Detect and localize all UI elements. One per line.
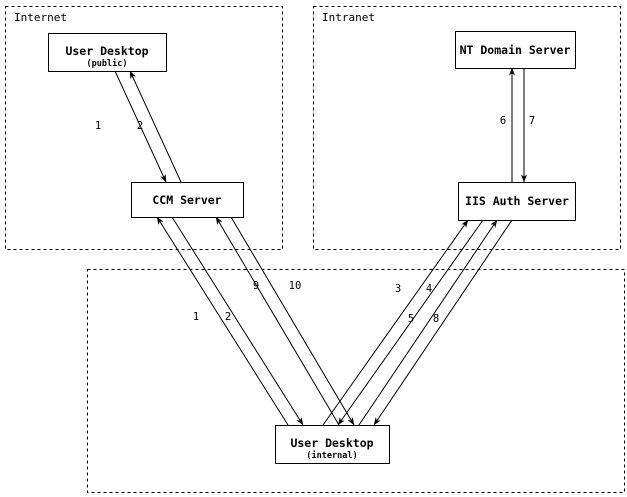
flow-line-1-public (114, 70, 167, 183)
node-iis-auth-server-box[interactable] (457, 181, 577, 222)
flow-label-9: 9 (253, 280, 259, 292)
node-ccm-server-label: CCM Server (152, 193, 221, 207)
node-user-desktop-internal[interactable]: User Desktop (internal) (274, 424, 391, 465)
flow-line-10 (230, 216, 355, 426)
flow-label-3: 3 (395, 283, 401, 295)
zone-intranet: Intranet (313, 6, 621, 250)
node-ccm-server[interactable]: CCM Server (130, 181, 245, 219)
flow-line-4 (337, 219, 484, 426)
node-user-desktop-internal-sublabel: (internal) (306, 450, 357, 461)
node-ccm-server-box[interactable] (130, 181, 245, 219)
flow-labels-layer: 1 2 1 2 9 10 3 4 5 8 6 7 (95, 115, 535, 325)
flow-line-3 (322, 219, 469, 426)
node-nt-domain-server-box[interactable] (454, 30, 577, 70)
node-user-desktop-public[interactable]: User Desktop (public) (47, 32, 168, 73)
node-user-desktop-public-label: User Desktop (65, 44, 148, 58)
flow-line-2-public (129, 70, 182, 183)
flow-label-5: 5 (408, 313, 414, 325)
flow-label-2-public: 2 (137, 120, 143, 132)
zone-intranet-border (313, 6, 621, 250)
flow-label-6: 6 (500, 115, 506, 127)
flow-label-10: 10 (289, 280, 302, 292)
flow-label-8: 8 (433, 313, 439, 325)
node-iis-auth-server[interactable]: IIS Auth Server (457, 181, 577, 222)
zone-internet: Internet (5, 6, 283, 250)
flow-label-1-internal: 1 (193, 311, 199, 323)
zone-internet-label: Internet (14, 11, 67, 24)
flow-line-9 (215, 216, 340, 426)
node-user-desktop-internal-box[interactable] (274, 424, 391, 465)
flows-layer (114, 67, 527, 426)
flow-label-4: 4 (426, 283, 432, 295)
zones-layer: Internet Intranet (5, 6, 625, 493)
flow-line-5 (358, 219, 498, 426)
zone-internal-lan (87, 269, 625, 493)
flow-label-1-public: 1 (95, 120, 101, 132)
node-user-desktop-public-sublabel: (public) (87, 58, 128, 69)
flow-label-2-internal: 2 (225, 311, 231, 323)
node-user-desktop-internal-label: User Desktop (290, 436, 373, 450)
flow-line-2-internal (171, 216, 304, 426)
flow-line-8 (373, 219, 513, 426)
node-nt-domain-server-label: NT Domain Server (460, 43, 571, 57)
flow-label-7: 7 (529, 115, 535, 127)
nodes-layer: User Desktop (public) CCM Server NT Doma… (47, 30, 577, 465)
node-user-desktop-public-box[interactable] (47, 32, 168, 73)
flow-line-1-internal (156, 216, 289, 426)
zone-internet-border (5, 6, 283, 250)
node-iis-auth-server-label: IIS Auth Server (465, 194, 569, 208)
zone-internal-lan-border (87, 269, 625, 493)
node-nt-domain-server[interactable]: NT Domain Server (454, 30, 577, 70)
zone-intranet-label: Intranet (322, 11, 375, 24)
